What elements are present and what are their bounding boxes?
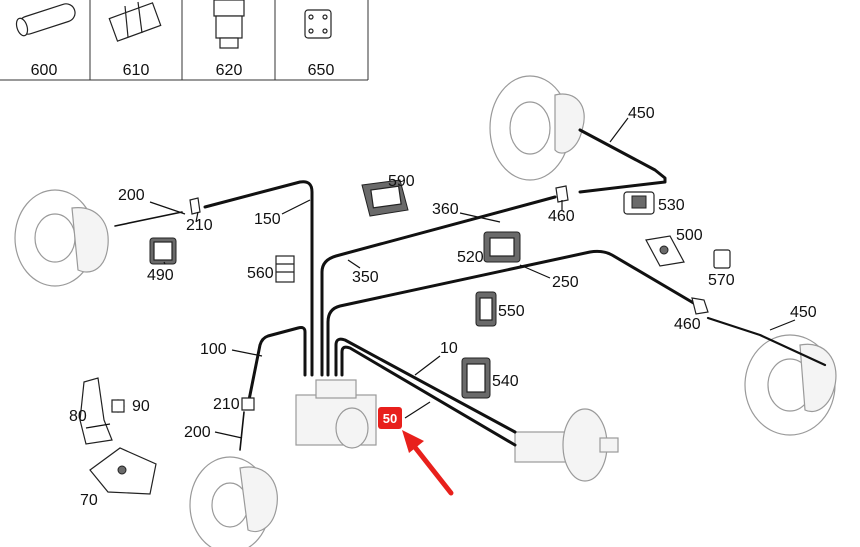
label-450-top[interactable]: 450: [628, 105, 655, 122]
bracket-500[interactable]: [645, 235, 685, 267]
clip-460-top[interactable]: [555, 185, 569, 203]
label-530[interactable]: 530: [658, 197, 685, 214]
header-cell-650: 650: [308, 62, 335, 79]
clip-570[interactable]: [713, 249, 731, 269]
holder-590[interactable]: [361, 179, 409, 217]
callout-labels: 450 200 210 150 490 590 360 460 530 500 …: [69, 105, 817, 509]
label-90[interactable]: 90: [132, 398, 150, 415]
brake-line-250[interactable]: [326, 249, 704, 377]
label-10[interactable]: 10: [440, 340, 458, 357]
holder-490[interactable]: [149, 237, 177, 265]
label-590[interactable]: 590: [388, 173, 415, 190]
abs-hydraulic-unit[interactable]: [295, 379, 377, 449]
brake-disc-front-left: [14, 189, 109, 287]
bracket-530[interactable]: [623, 191, 655, 215]
highlighted-part-50[interactable]: 50: [378, 407, 402, 429]
label-560[interactable]: 560: [247, 265, 274, 282]
label-200-left[interactable]: 200: [118, 187, 145, 204]
label-550[interactable]: 550: [498, 303, 525, 320]
bolt-90[interactable]: [111, 399, 125, 413]
label-200-bottom[interactable]: 200: [184, 424, 211, 441]
clip-460-right[interactable]: [691, 297, 709, 315]
brake-line-10-b[interactable]: [340, 345, 517, 447]
label-450-right[interactable]: 450: [790, 304, 817, 321]
brake-lines: [114, 128, 827, 451]
brake-line-150[interactable]: [203, 180, 314, 377]
label-100[interactable]: 100: [200, 341, 227, 358]
brake-line-450-right[interactable]: [706, 316, 827, 367]
label-350[interactable]: 350: [352, 269, 379, 286]
label-540[interactable]: 540: [492, 373, 519, 390]
label-520[interactable]: 520: [457, 249, 484, 266]
bracket-70[interactable]: [89, 447, 157, 495]
label-570[interactable]: 570: [708, 272, 735, 289]
bracket-80[interactable]: [79, 377, 113, 445]
part-620-fitting-icon[interactable]: [213, 0, 245, 49]
label-500[interactable]: 500: [676, 227, 703, 244]
label-50[interactable]: 50: [383, 411, 397, 426]
clip-210-bottom[interactable]: [241, 397, 255, 411]
brake-booster-master-cylinder[interactable]: [514, 408, 619, 482]
pointer-arrow: [402, 430, 454, 496]
brake-disc-rear-right-top: [489, 75, 585, 181]
brake-disc-rear-right-bottom: [744, 334, 837, 436]
label-210-top[interactable]: 210: [186, 217, 213, 234]
brake-line-200-bottom[interactable]: [239, 411, 245, 451]
clip-560[interactable]: [275, 255, 295, 283]
part-610-sleeve-icon[interactable]: [108, 1, 162, 42]
leader-lines: [149, 117, 796, 439]
part-600-pipe-icon[interactable]: [14, 1, 77, 37]
label-150[interactable]: 150: [254, 211, 281, 228]
label-80[interactable]: 80: [69, 408, 87, 425]
label-490[interactable]: 490: [147, 267, 174, 284]
brake-line-100[interactable]: [246, 326, 307, 407]
label-250[interactable]: 250: [552, 274, 579, 291]
label-360[interactable]: 360: [432, 201, 459, 218]
header-cell-620: 620: [216, 62, 243, 79]
brake-disc-front-right: [189, 456, 278, 547]
holder-550[interactable]: [475, 291, 497, 327]
brake-line-200-left[interactable]: [114, 211, 183, 227]
part-650-block-icon[interactable]: [304, 9, 332, 39]
header-cell-610: 610: [123, 62, 150, 79]
header-cell-600: 600: [31, 62, 58, 79]
holder-540[interactable]: [461, 357, 491, 399]
brake-line-360[interactable]: [320, 195, 557, 377]
label-210-bottom[interactable]: 210: [213, 396, 240, 413]
holder-520[interactable]: [483, 231, 521, 263]
brake-line-10-a[interactable]: [334, 337, 517, 434]
brake-line-450-top[interactable]: [578, 128, 667, 194]
parts-header-table: 600 610 620 650: [0, 0, 369, 81]
label-70[interactable]: 70: [80, 492, 98, 509]
label-460-right[interactable]: 460: [674, 316, 701, 333]
label-460-top[interactable]: 460: [548, 208, 575, 225]
clip-210-top[interactable]: [189, 197, 201, 215]
